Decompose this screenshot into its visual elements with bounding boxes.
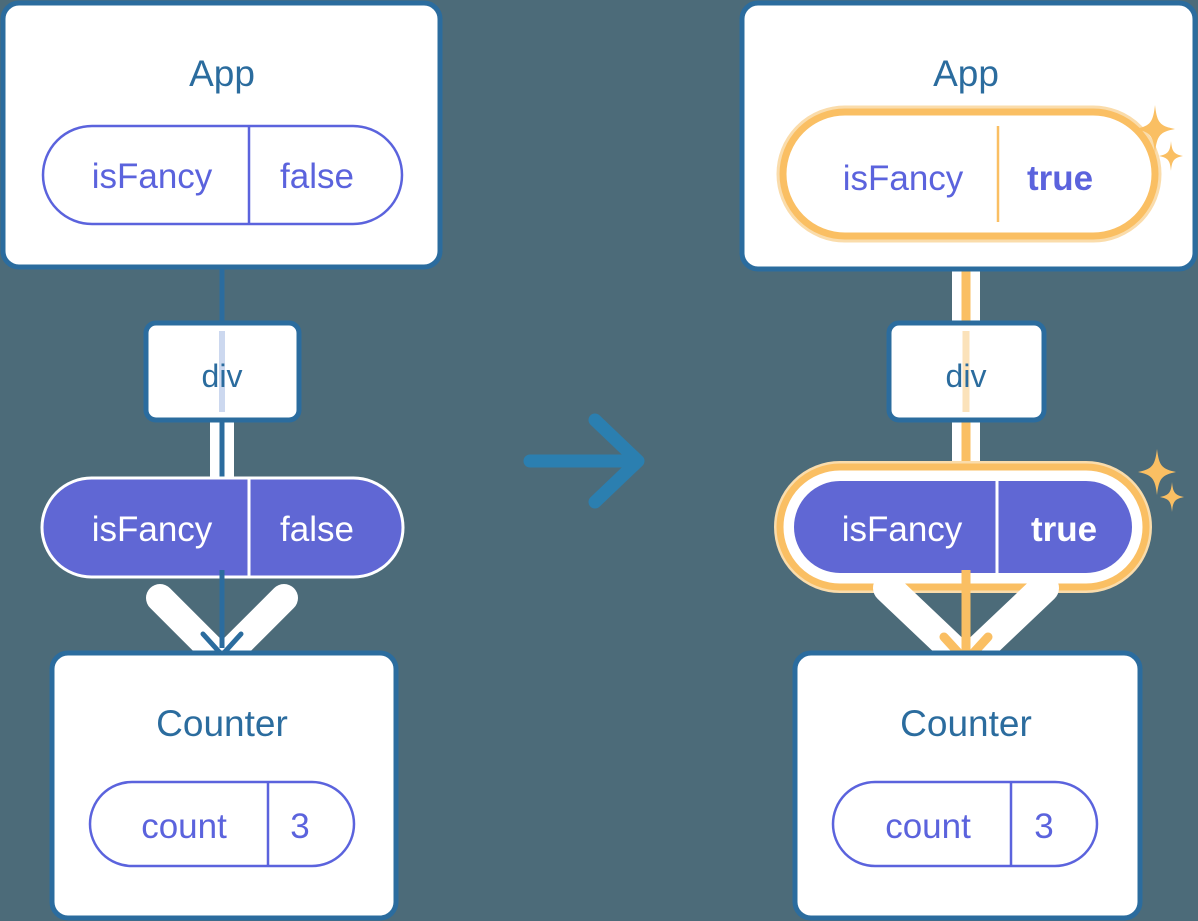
sparkle-icon [1138,449,1176,495]
div-node-label: div [946,358,987,394]
prop-pill: isFancy false [40,476,405,579]
app-card-title: App [189,53,255,94]
prop-pill-sparkles [1138,449,1184,512]
sparkle-icon [1159,141,1183,171]
right-arrow-icon [523,413,645,509]
app-state-pill: isFancy false [41,124,404,226]
counter-state-pill-value: 3 [1034,807,1053,846]
app-state-pill-value: false [280,157,354,196]
counter-state-pill-shape [831,780,1099,868]
app-pill-sparkles [1135,105,1183,171]
counter-state-pill-shape [88,780,356,868]
app-state-pill-highlighted: isFancy true [776,105,1183,243]
prop-pill-value: false [280,510,354,549]
sparkle-icon [1160,482,1184,512]
counter-state-pill-name: count [885,807,971,846]
counter-card-title: Counter [156,703,288,744]
counter-card-title: Counter [900,703,1032,744]
div-node: div [886,320,1047,423]
app-state-pill-name: isFancy [92,157,213,196]
app-card-title: App [933,53,999,94]
sparkle-icon [1135,105,1175,153]
div-node: div [143,320,302,423]
counter-state-pill-name: count [141,807,227,846]
counter-state-pill: count 3 [831,780,1099,868]
panel-after: App isFancy true div isFancy [739,0,1198,921]
prop-pill-name: isFancy [92,510,213,549]
counter-state-pill: count 3 [88,780,356,868]
app-state-pill-shape [779,108,1159,240]
counter-state-pill-value: 3 [290,807,309,846]
panel-before: App isFancy false div isFancy false [0,0,443,921]
prop-pill-name: isFancy [842,510,963,549]
prop-pill-value: true [1031,510,1097,549]
app-state-pill-name: isFancy [843,159,964,198]
transition-arrow [523,413,645,509]
div-node-label: div [202,358,243,394]
app-state-pill-value: true [1027,159,1093,198]
app-state-pill-shape [41,124,404,226]
